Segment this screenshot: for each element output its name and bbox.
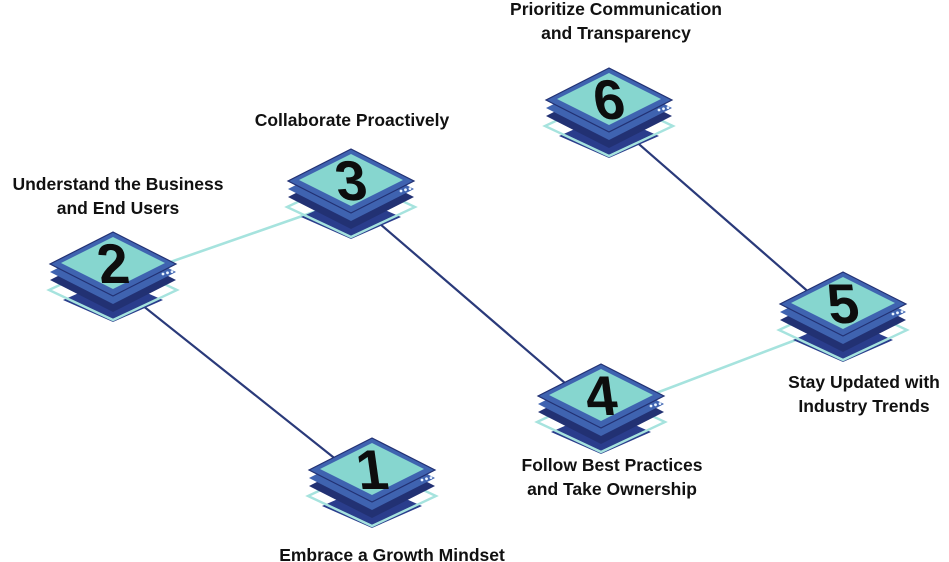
tile-indicator-dot <box>654 403 657 407</box>
tile-indicator-dot <box>662 107 665 111</box>
step-1-label-line-1: Embrace a Growth Mindset <box>279 545 505 562</box>
step-tiles: 1 2 3 4 5 6 <box>46 67 910 528</box>
step-6-tile: 6 <box>542 67 676 158</box>
tile-indicator-dot <box>649 404 653 408</box>
step-5-label-line-2: Industry Trends <box>798 396 930 416</box>
step-2-label-line-2: and End Users <box>56 198 180 218</box>
tile-indicator-dot <box>399 189 403 193</box>
tile-face <box>299 154 403 206</box>
tile-indicator-dot <box>404 188 407 192</box>
step-2-label: Understand the Business and End Users <box>12 172 223 220</box>
step-1-tile: 1 <box>305 437 439 528</box>
step-1-label: Embrace a Growth Mindset <box>279 543 505 562</box>
step-3-label: Collaborate Proactively <box>255 108 450 132</box>
step-4-label-line-2: and Take Ownership <box>527 479 697 499</box>
tile-face <box>61 237 165 289</box>
tile-indicator-dot <box>658 402 662 405</box>
step-4-label: Follow Best Practices and Take Ownership <box>522 453 703 501</box>
tile-indicator-dot <box>429 476 433 479</box>
step-2-label-line-1: Understand the Business <box>12 174 224 194</box>
tile-indicator-dot <box>657 108 661 112</box>
tile-indicator-dot <box>891 312 895 316</box>
step-6-label: Prioritize Communication and Transparenc… <box>510 0 722 45</box>
step-5-tile: 5 <box>776 271 910 362</box>
connector-5-6 <box>607 116 845 324</box>
step-6-label-line-1: Prioritize Communication <box>510 0 722 19</box>
step-4-tile: 4 <box>534 363 668 454</box>
tile-indicator-dot <box>170 270 174 273</box>
tile-face <box>549 369 653 421</box>
tile-face <box>557 73 661 125</box>
step-4-label-line-1: Follow Best Practices <box>521 455 703 475</box>
tile-indicator-dot <box>666 106 670 109</box>
tile-indicator-dot <box>408 187 412 190</box>
tile-indicator-dot <box>896 311 899 315</box>
tile-face <box>320 443 424 495</box>
step-5-label-line-1: Stay Updated with <box>788 372 940 392</box>
tile-indicator-dot <box>420 478 424 482</box>
step-2-tile: 2 <box>46 231 180 322</box>
tile-face <box>791 277 895 329</box>
connector-1-2 <box>111 280 374 490</box>
tile-indicator-dot <box>161 272 165 276</box>
step-5-label: Stay Updated with Industry Trends <box>788 370 940 418</box>
step-6-label-line-2: and Transparency <box>541 23 691 43</box>
tile-indicator-dot <box>900 310 904 313</box>
step-3-tile: 3 <box>284 148 418 239</box>
tile-indicator-dot <box>425 477 428 481</box>
connector-3-4 <box>349 197 603 416</box>
tile-indicator-dot <box>166 271 169 275</box>
step-3-label-line-1: Collaborate Proactively <box>254 110 450 130</box>
